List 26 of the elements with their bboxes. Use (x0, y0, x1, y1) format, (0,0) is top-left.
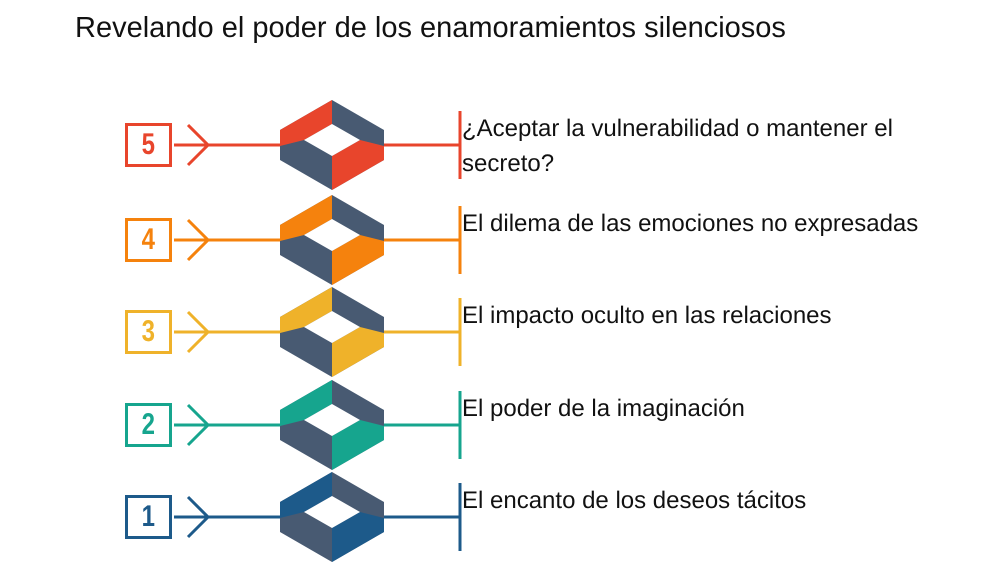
square-frame-drawing (280, 287, 384, 377)
chevron-connector (174, 124, 280, 166)
square-frame-drawing (280, 195, 384, 285)
chevron-connector (174, 404, 280, 446)
bar-connector (384, 482, 462, 552)
square-frame-drawing (280, 380, 384, 470)
item-text: El dilema de las emociones no expresadas (462, 206, 987, 280)
square-frame-drawing (280, 472, 384, 562)
item-text: El poder de la imaginación (462, 391, 987, 465)
chevron-connector (174, 496, 280, 538)
item-text: ¿Aceptar la vulnerabilidad o mantener el secreto? (462, 111, 987, 185)
number-box: 2 (125, 403, 172, 447)
chevron-connector (174, 310, 280, 354)
bar-connector (384, 296, 462, 368)
number-box: 4 (125, 218, 172, 262)
item-text: El encanto de los deseos tácitos (462, 483, 987, 557)
chevron-connector (174, 218, 280, 262)
bar-connector (384, 390, 462, 460)
title: Revelando el poder de los enamoramientos silenciosos (75, 12, 786, 45)
number-box: 3 (125, 310, 172, 354)
bar-connector (384, 204, 462, 276)
number-box: 5 (125, 123, 172, 167)
item-text: El impacto oculto en las relaciones (462, 298, 987, 372)
square-frame-drawing (280, 100, 384, 190)
number-box: 1 (125, 495, 172, 539)
bar-connector (384, 110, 462, 180)
